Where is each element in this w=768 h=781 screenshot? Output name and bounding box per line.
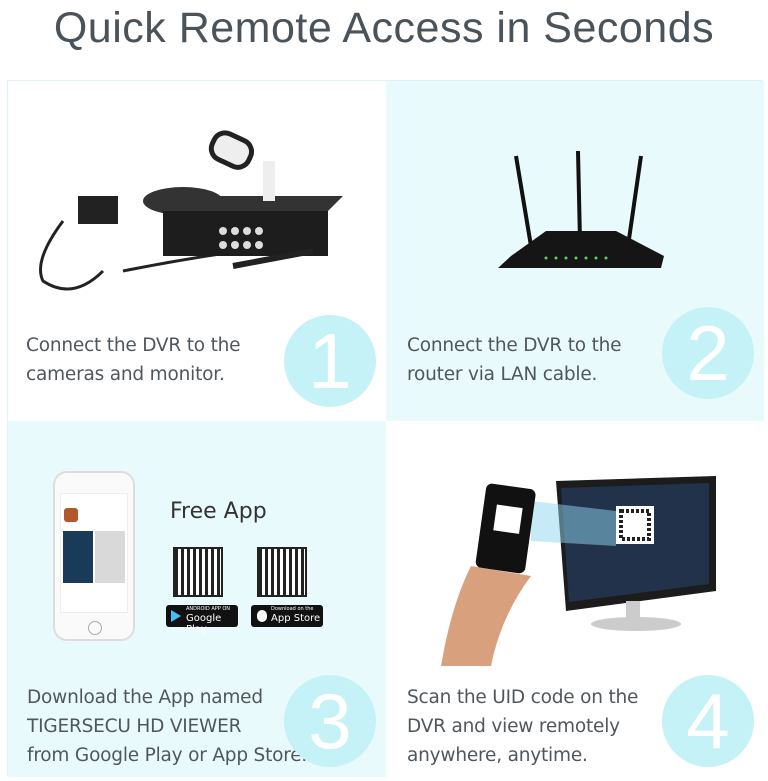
step-1-line-2: cameras and monitor. [26, 364, 225, 385]
step-1-panel: Connect the DVR to the cameras and monit… [8, 81, 386, 421]
step-1-description: Connect the DVR to the cameras and monit… [26, 331, 241, 389]
app-store-badge[interactable]: Download on the App Store [251, 605, 323, 627]
step-2-line-2: router via LAN cable. [407, 364, 598, 385]
step-2-panel: Connect the DVR to the router via LAN ca… [386, 81, 764, 421]
step-2-number-badge: 2 [662, 307, 754, 399]
step-4-description: Scan the UID code on the DVR and view re… [407, 683, 638, 770]
dvr-kit-image [39, 130, 343, 291]
google-play-badge[interactable]: ANDROID APP ON Google Play [166, 605, 238, 635]
step-1-number-badge: 1 [284, 315, 376, 407]
step-2-description: Connect the DVR to the router via LAN ca… [407, 331, 622, 389]
free-app-label: Free App [170, 499, 267, 524]
step-2-line-1: Connect the DVR to the [407, 335, 622, 356]
step-4-line-2: DVR and view remotely [407, 716, 620, 737]
phone-scanning-monitor-image [441, 476, 716, 666]
google-play-small-text: ANDROID APP ON [186, 606, 231, 612]
step-4-number-badge: 4 [662, 675, 754, 767]
google-play-text: Google Play [186, 613, 222, 635]
smartphone-image [53, 471, 135, 641]
step-3-number-badge: 3 [284, 675, 376, 767]
app-store-qr-code [257, 547, 307, 597]
step-4-line-3: anywhere, anytime. [407, 745, 588, 766]
steps-grid: Connect the DVR to the cameras and monit… [7, 80, 764, 777]
google-play-icon [171, 610, 181, 622]
app-store-text: App Store [271, 613, 321, 624]
step-1-line-1: Connect the DVR to the [26, 335, 241, 356]
step-3-description: Download the App named TIGERSECU HD VIEW… [27, 683, 307, 770]
step-4-panel: Scan the UID code on the DVR and view re… [386, 421, 764, 777]
page-title: Quick Remote Access in Seconds [53, 4, 715, 52]
step-3-panel: Free App ANDROID APP ON Google Play Down… [8, 421, 386, 777]
google-play-qr-code [173, 547, 223, 597]
app-store-small-text: Download on the [271, 606, 314, 612]
router-image [498, 150, 664, 268]
step-3-line-1: Download the App named [27, 687, 263, 708]
step-3-line-3: from Google Play or App Store. [27, 745, 308, 766]
apple-icon [257, 610, 267, 622]
step-3-line-2: TIGERSECU HD VIEWER [27, 716, 242, 737]
step-4-line-1: Scan the UID code on the [407, 687, 639, 708]
